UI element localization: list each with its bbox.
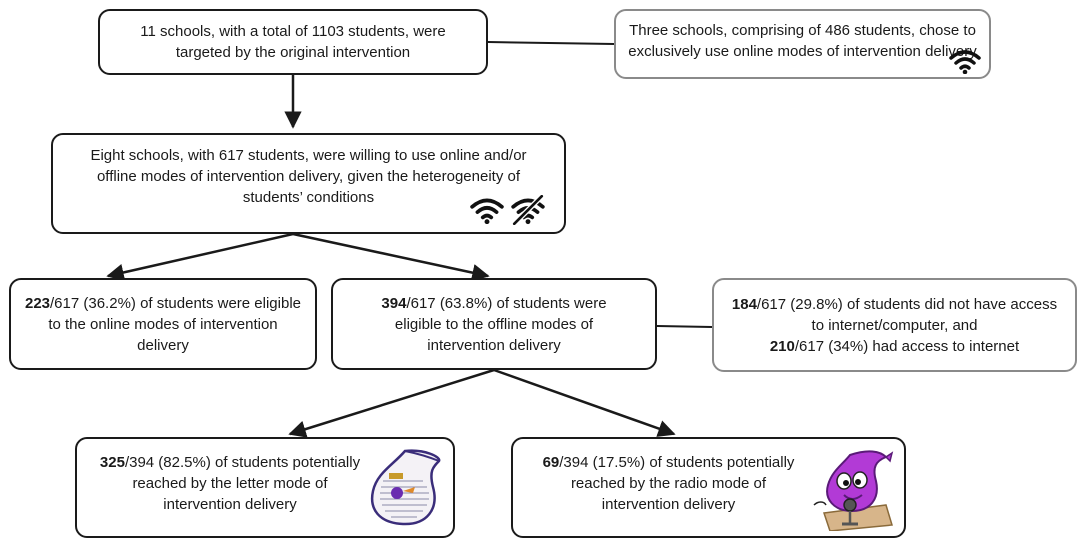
offline-eligible-rest: /617 (63.8%) of students were eligible t…: [394, 294, 607, 354]
online-eligible-box: 223/617 (36.2%) of students were eligibl…: [9, 278, 317, 370]
wifi-icon: [470, 198, 504, 224]
arrow-offline-to-letter: [288, 368, 495, 438]
radio-mascot-illustration: [813, 450, 894, 531]
has-access-count: 210: [769, 337, 795, 355]
online-eligible-count: 223: [24, 294, 51, 312]
letter-illustration: [370, 449, 441, 526]
wifi-icon: [949, 50, 981, 74]
letter-text: 325/394 (82.5%) of students potentially …: [97, 452, 363, 515]
access-text: 184/617 (29.8%) of students did not have…: [728, 294, 1061, 357]
radio-box: 69/394 (17.5%) of students potentially r…: [511, 437, 906, 538]
arrow-eight-to-online: [106, 232, 294, 282]
access-box: 184/617 (29.8%) of students did not have…: [712, 278, 1077, 372]
origin-box: 11 schools, with a total of 1103 student…: [98, 9, 488, 75]
link-offline-access: [656, 325, 713, 328]
online-eligible-text: 223/617 (36.2%) of students were eligibl…: [23, 293, 303, 356]
wifi-off-icon: [511, 195, 545, 225]
eight-schools-text: Eight schools, with 617 students, were w…: [90, 147, 527, 206]
arrow-eight-to-offline: [292, 232, 490, 282]
radio-rest: /394 (17.5%) of students potentially rea…: [559, 454, 795, 513]
link-origin-online-only: [487, 41, 615, 45]
no-access-rest: /617 (29.8%) of students did not have ac…: [756, 295, 1058, 334]
online-only-text: Three schools, comprising of 486 student…: [628, 22, 977, 60]
online-only-box: Three schools, comprising of 486 student…: [614, 9, 991, 79]
eight-schools-box: Eight schools, with 617 students, were w…: [51, 133, 566, 234]
origin-text: 11 schools, with a total of 1103 student…: [140, 23, 446, 61]
has-access-rest: /617 (34%) had access to internet: [794, 337, 1020, 355]
arrow-offline-to-radio: [493, 368, 676, 437]
radio-text: 69/394 (17.5%) of students potentially r…: [533, 452, 804, 515]
letter-count: 325: [99, 454, 125, 471]
offline-eligible-box: 394/617 (63.8%) of students were eligibl…: [331, 278, 657, 370]
no-access-count: 184: [731, 295, 757, 313]
radio-count: 69: [542, 454, 560, 471]
online-eligible-rest: /617 (36.2%) of students were eligible t…: [48, 294, 301, 354]
letter-rest: /394 (82.5%) of students potentially rea…: [124, 454, 361, 513]
offline-eligible-text: 394/617 (63.8%) of students were eligibl…: [357, 293, 631, 356]
letter-box: 325/394 (82.5%) of students potentially …: [75, 437, 455, 538]
offline-eligible-count: 394: [381, 294, 407, 312]
